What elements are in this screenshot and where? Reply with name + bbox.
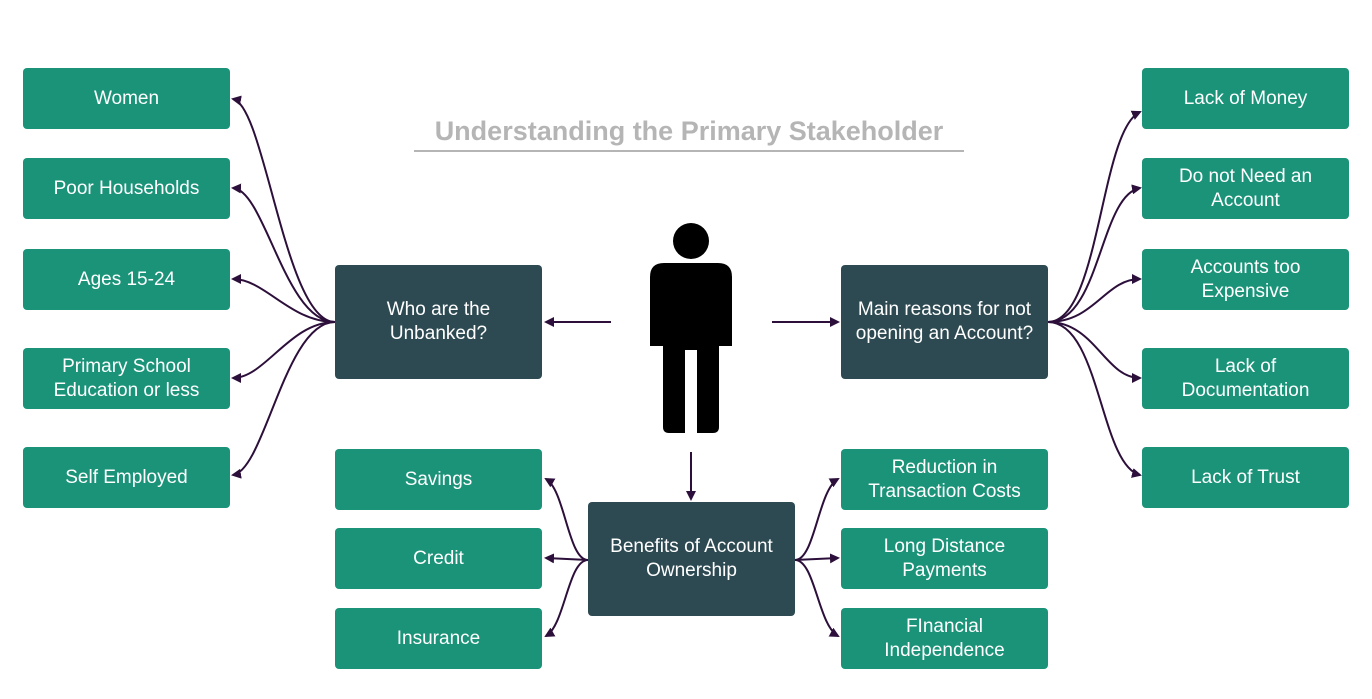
leaf-long-distance-payments: Long Distance Payments [841,528,1048,589]
leaf-lack-of-documentation: Lack of Documentation [1142,348,1349,409]
reasons-to-no-need-arrow [1047,184,1142,323]
benefits-to-insurance-arrow [544,559,589,638]
leaf-self-employed: Self Employed [23,447,230,508]
leaf-poor-households: Poor Households [23,158,230,219]
leaf-women: Women [23,68,230,129]
unbanked-to-ages-arrow [231,274,336,323]
leaf-accounts-too-expensive: Accounts too Expensive [1142,249,1349,310]
leaf-lack-of-money: Lack of Money [1142,68,1349,129]
benefits-to-long-distance-arrow [794,553,840,564]
unbanked-to-women-arrow [231,95,336,323]
reasons-to-lack-of-money-arrow [1047,110,1142,323]
reasons-to-documentation-arrow [1047,321,1142,383]
leaf-financial-independence: FInancial Independence [841,608,1048,669]
leaf-lack-of-trust: Lack of Trust [1142,447,1349,508]
unbanked-to-poor-households-arrow [231,183,336,323]
benefits-to-credit-arrow [544,553,589,564]
unbanked-to-self-employed-arrow [231,321,336,479]
leaf-do-not-need-account: Do not Need an Account [1142,158,1349,219]
leaf-credit: Credit [335,528,542,589]
benefits-to-independence-arrow [794,559,840,637]
diagram-title: Understanding the Primary Stakeholder [414,114,964,152]
leaf-savings: Savings [335,449,542,510]
reasons-to-trust-arrow [1047,321,1142,478]
benefits-to-transaction-costs-arrow [794,478,840,561]
hub-reasons-no-account: Main reasons for not opening an Account? [841,265,1048,379]
hub-who-are-unbanked: Who are the Unbanked? [335,265,542,379]
leaf-reduction-transaction-costs: Reduction in Transaction Costs [841,449,1048,510]
leaf-primary-school-education: Primary School Education or less [23,348,230,409]
leaf-ages-15-24: Ages 15-24 [23,249,230,310]
person-icon [650,223,732,433]
reasons-to-expensive-arrow [1047,274,1142,323]
hub-benefits-account-ownership: Benefits of Account Ownership [588,502,795,616]
unbanked-to-education-arrow [231,321,336,383]
leaf-insurance: Insurance [335,608,542,669]
benefits-to-savings-arrow [544,477,589,561]
